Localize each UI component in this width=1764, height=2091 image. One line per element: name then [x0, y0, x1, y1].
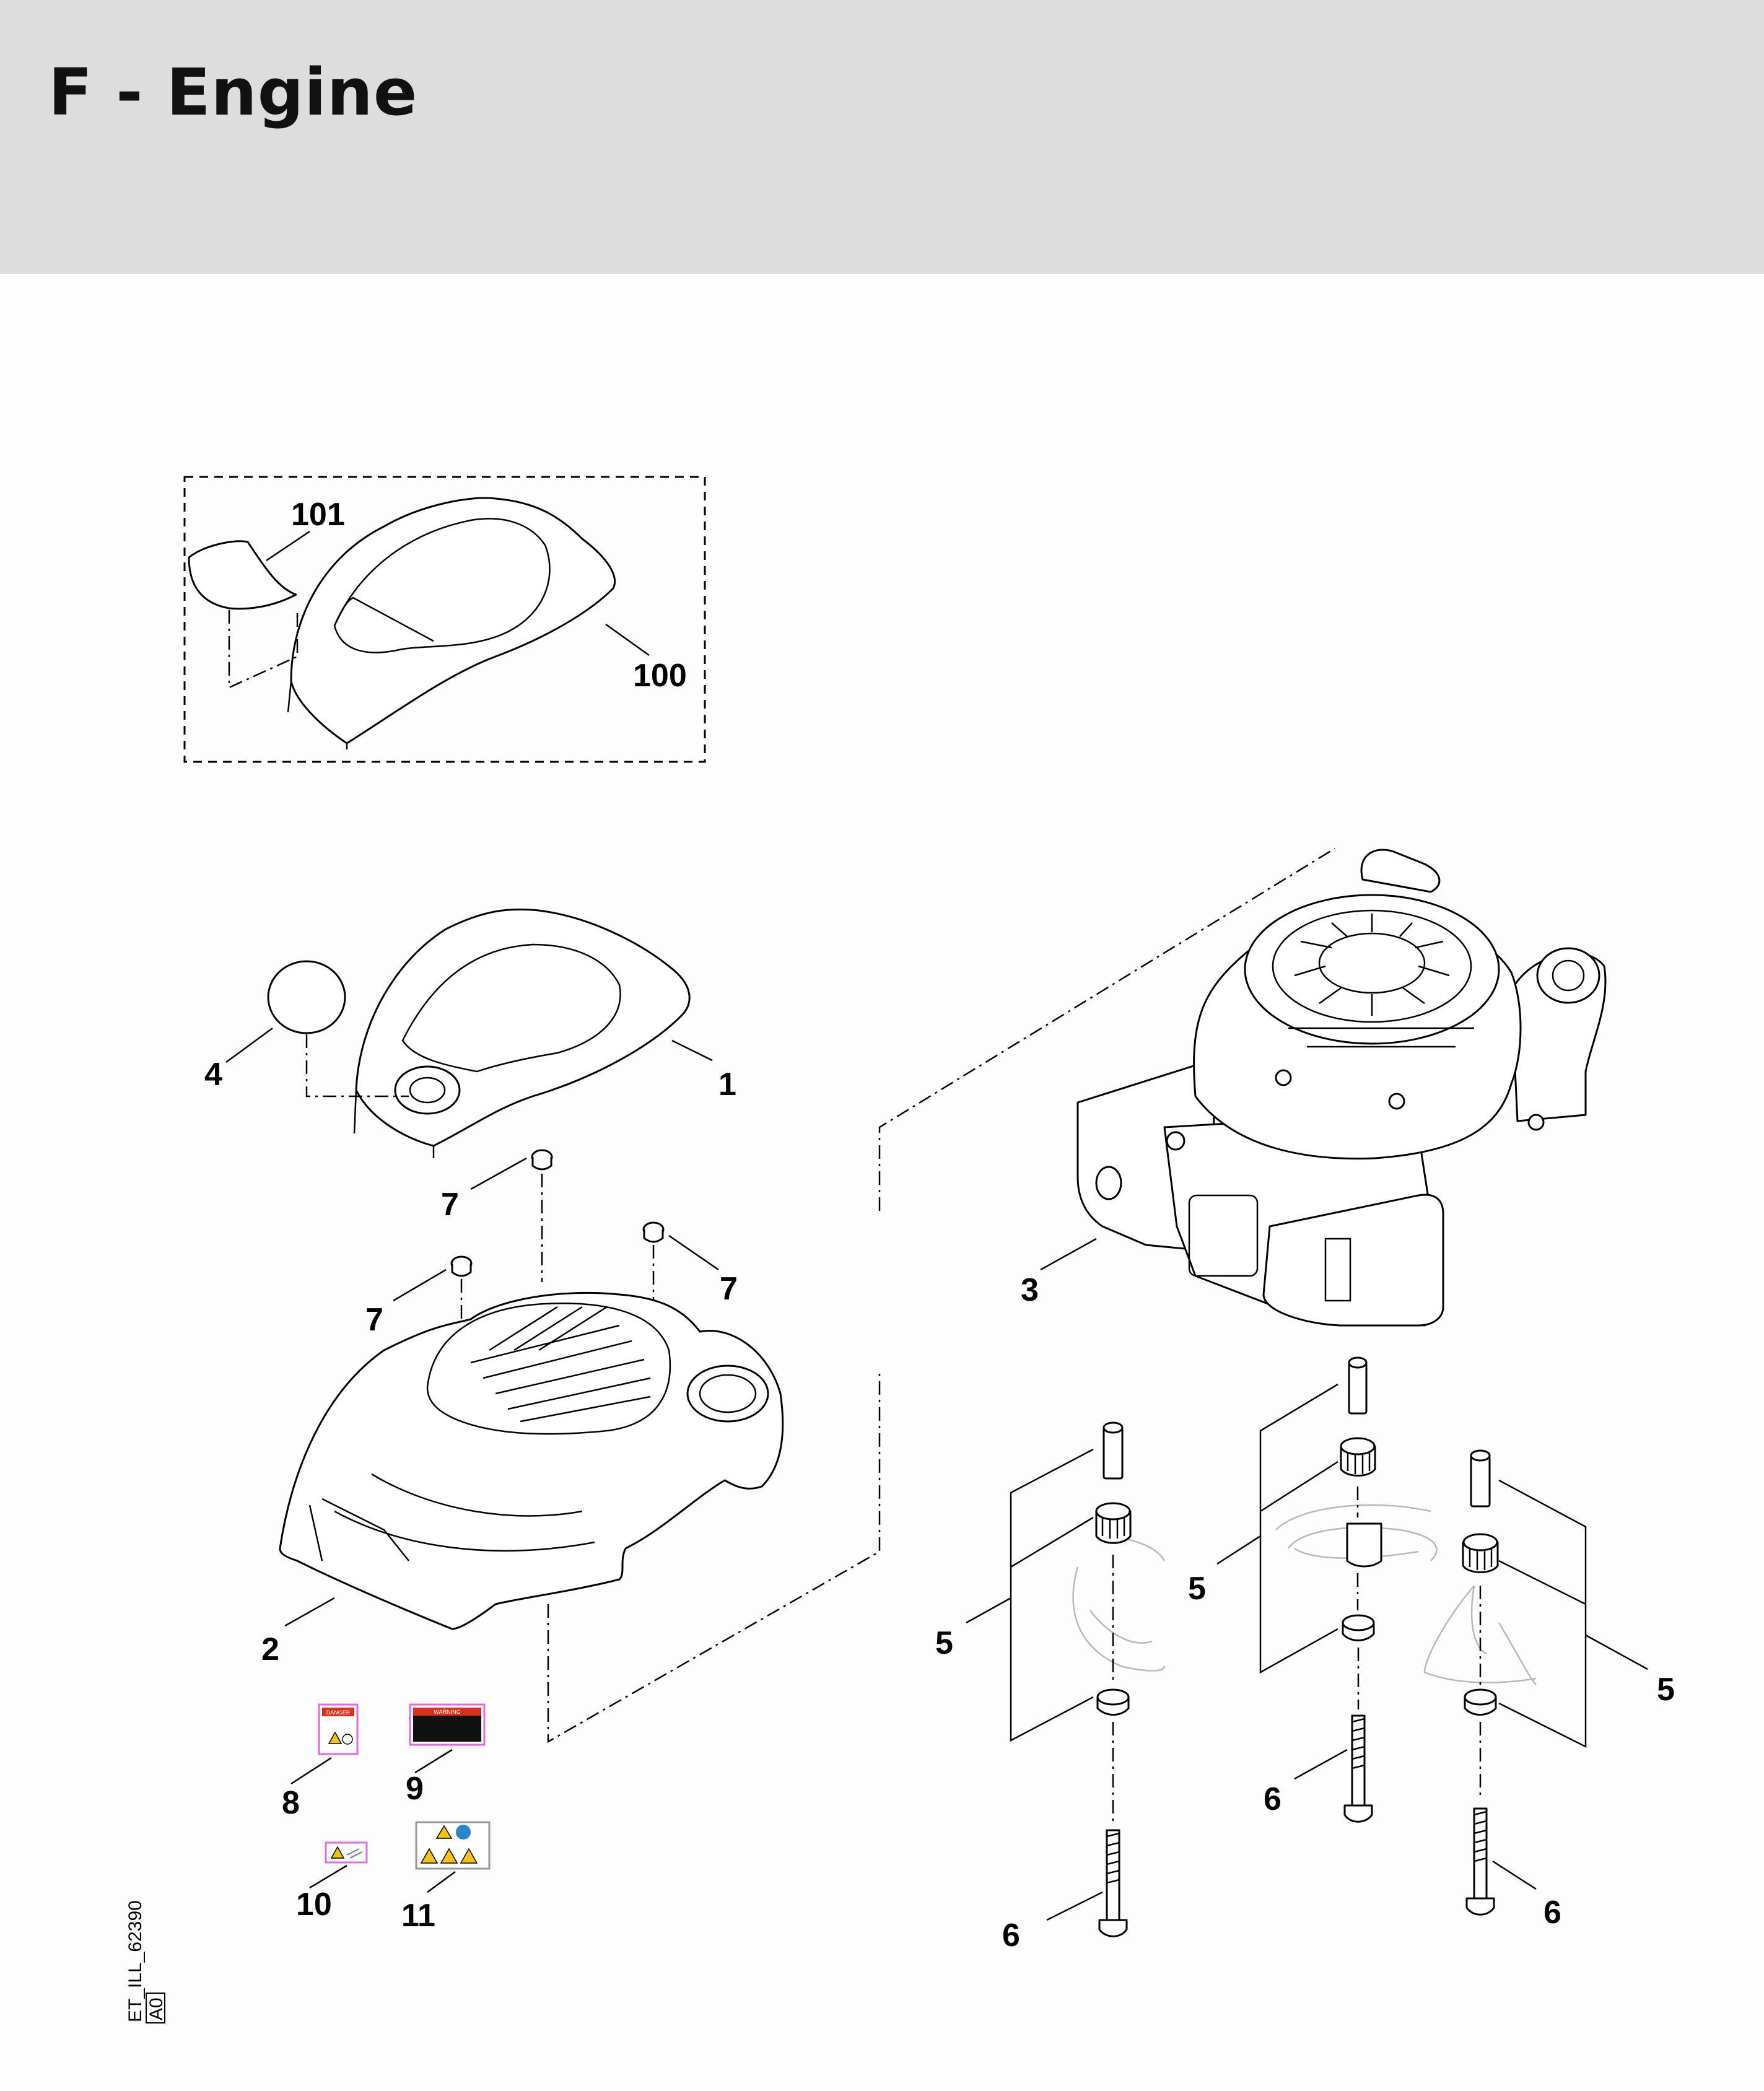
callout-3: 3	[1021, 1272, 1039, 1308]
callout-101: 101	[291, 497, 345, 533]
decal-9: WARNING	[409, 1703, 486, 1746]
callout-7b: 7	[720, 1271, 738, 1307]
callout-6b: 6	[1264, 1781, 1282, 1817]
callout-9: 9	[406, 1771, 424, 1807]
kit-dashed-box	[183, 476, 706, 763]
grommet-7c	[450, 1255, 473, 1277]
revision-box	[146, 1993, 165, 2023]
callout-2: 2	[261, 1631, 279, 1667]
header-band: F - Engine	[0, 0, 1764, 274]
callout-5a: 5	[935, 1625, 953, 1661]
callout-5c: 5	[1657, 1672, 1675, 1708]
svg-text:DANGER: DANGER	[326, 1709, 351, 1716]
decal-10	[325, 1841, 368, 1864]
callout-4: 4	[204, 1057, 222, 1093]
callout-11: 11	[401, 1898, 435, 1934]
engine-cowl-2	[279, 1291, 784, 1630]
callout-6c: 6	[1544, 1895, 1561, 1931]
grommet-7a	[531, 1149, 553, 1171]
callout-6a: 6	[1002, 1918, 1020, 1953]
decal-11	[415, 1821, 491, 1870]
mount-centre	[1259, 1356, 1438, 1823]
callout-1: 1	[718, 1067, 736, 1102]
cover-1	[353, 908, 691, 1158]
callout-5b: 5	[1188, 1571, 1206, 1607]
callout-100: 100	[633, 658, 687, 694]
mount-right	[1423, 1449, 1587, 1916]
svg-text:WARNING: WARNING	[434, 1709, 460, 1715]
engine-3	[1076, 849, 1607, 1327]
decal-8: DANGER	[318, 1703, 359, 1755]
callout-7c: 7	[365, 1302, 383, 1338]
page-title: F - Engine	[48, 55, 418, 130]
callout-8: 8	[282, 1785, 300, 1821]
callout-10: 10	[296, 1887, 332, 1923]
revision: A0	[146, 1997, 167, 2020]
drawing-code: ET_ILL_62390	[125, 1900, 146, 2022]
badge-101	[188, 540, 297, 610]
cover-100	[287, 497, 616, 749]
cap-4	[267, 960, 346, 1034]
mount-left	[1010, 1421, 1166, 1937]
callout-7a: 7	[441, 1187, 459, 1223]
grommet-7b	[642, 1221, 665, 1243]
